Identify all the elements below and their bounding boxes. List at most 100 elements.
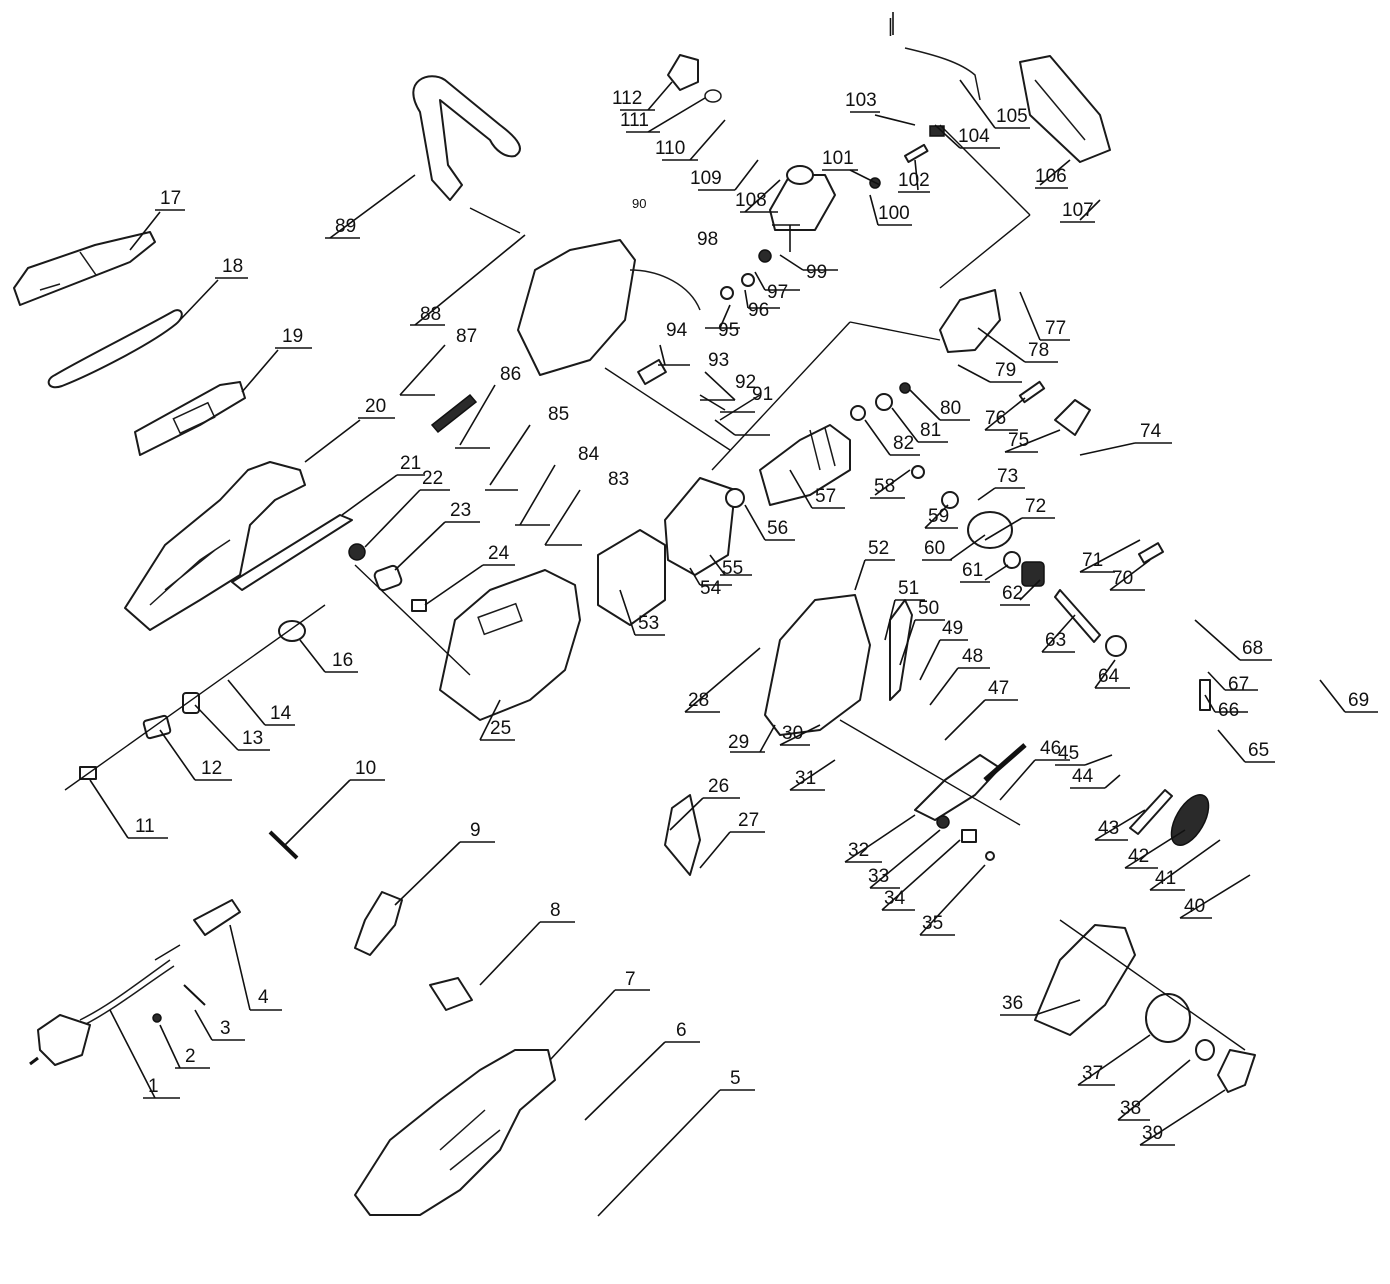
callout-11: 11 <box>135 816 155 837</box>
side-cover-part <box>664 794 701 876</box>
gear-housing-part <box>764 594 871 736</box>
callout-81: 81 <box>920 420 941 441</box>
callout-18: 18 <box>222 256 243 277</box>
assembly-axis-lines <box>64 124 1246 1051</box>
callout-107: 107 <box>1062 200 1094 221</box>
callout-79: 79 <box>995 360 1016 381</box>
callout-84: 84 <box>578 444 600 465</box>
callout-106: 106 <box>1035 166 1067 187</box>
callout-76: 76 <box>985 408 1006 429</box>
callout-89: 89 <box>335 216 356 237</box>
callout-66: 66 <box>1218 700 1239 721</box>
callout-93: 93 <box>708 350 729 371</box>
housing-left-part <box>124 461 306 631</box>
callout-21: 21 <box>400 453 421 474</box>
callout-110: 110 <box>655 138 685 159</box>
callout-88: 88 <box>420 304 441 325</box>
callout-1: 1 <box>148 1076 159 1097</box>
trigger-part <box>354 891 403 956</box>
callout-33: 33 <box>868 866 889 887</box>
callout-78: 78 <box>1028 340 1049 361</box>
callout-97: 97 <box>767 282 788 303</box>
callout-32: 32 <box>848 840 869 861</box>
callout-7: 7 <box>625 969 636 990</box>
callout-62: 62 <box>1002 583 1023 604</box>
stator-part <box>597 529 666 626</box>
callout-40: 40 <box>1184 896 1205 917</box>
callout-3: 3 <box>220 1018 231 1039</box>
callout-63: 63 <box>1045 630 1066 651</box>
callout-99: 99 <box>806 262 827 283</box>
callout-87: 87 <box>456 326 477 347</box>
callout-22: 22 <box>422 468 443 489</box>
callout-37: 37 <box>1082 1063 1103 1084</box>
bar-plate-part <box>231 514 353 591</box>
callout-8: 8 <box>550 900 561 921</box>
callout-48: 48 <box>962 646 983 667</box>
callout-82: 82 <box>893 433 914 454</box>
callout-24: 24 <box>488 543 510 564</box>
callout-43: 43 <box>1098 818 1119 839</box>
guide-bar-part <box>134 381 246 456</box>
callout-86: 86 <box>500 364 521 385</box>
callout-108: 108 <box>735 190 767 211</box>
callout-30: 30 <box>782 723 803 744</box>
callout-44: 44 <box>1072 766 1094 787</box>
callout-69: 69 <box>1348 690 1369 711</box>
callout-20: 20 <box>365 396 386 417</box>
cap-part <box>278 620 306 642</box>
callout-50: 50 <box>918 598 939 619</box>
callout-52: 52 <box>868 538 889 559</box>
small-gear-part <box>348 543 366 561</box>
callout-45: 45 <box>1058 743 1079 764</box>
chain-guard-part <box>13 231 156 306</box>
callout-46: 46 <box>1040 738 1061 759</box>
callout-92: 92 <box>735 372 756 393</box>
callout-2: 2 <box>185 1046 196 1067</box>
callout-36: 36 <box>1002 993 1023 1014</box>
callout-80: 80 <box>940 398 961 419</box>
callout-38: 38 <box>1120 1098 1141 1119</box>
callout-73: 73 <box>997 466 1018 487</box>
callout-95: 95 <box>718 320 739 341</box>
sleeve-part <box>373 564 403 592</box>
callout-16: 16 <box>332 650 353 671</box>
cable-sleeve-part <box>193 899 241 936</box>
callout-41: 41 <box>1155 868 1176 889</box>
callout-42: 42 <box>1128 846 1149 867</box>
callout-60: 60 <box>924 538 945 559</box>
callout-101: 101 <box>822 148 854 169</box>
callout-5: 5 <box>730 1068 741 1089</box>
callout-85: 85 <box>548 404 569 425</box>
sprocket-cover-part <box>914 754 1001 821</box>
callout-68: 68 <box>1242 638 1263 659</box>
callout-65: 65 <box>1248 740 1269 761</box>
armature-part <box>759 424 851 506</box>
baffle-part <box>664 477 736 576</box>
callout-109: 109 <box>690 168 722 189</box>
callout-47: 47 <box>988 678 1009 699</box>
callout-98: 98 <box>697 229 718 250</box>
callout-56: 56 <box>767 518 788 539</box>
callout-25: 25 <box>490 718 511 739</box>
callout-59: 59 <box>928 506 949 527</box>
plate-part <box>429 977 473 1011</box>
brush-holder-part <box>939 289 1001 353</box>
callout-75: 75 <box>1008 430 1029 451</box>
callout-53: 53 <box>638 613 659 634</box>
knob-part <box>1145 993 1191 1043</box>
callout-57: 57 <box>815 486 836 507</box>
callout-35: 35 <box>922 913 943 934</box>
callout-51: 51 <box>898 578 919 599</box>
callout-27: 27 <box>738 810 759 831</box>
callout-100: 100 <box>878 203 910 224</box>
callout-55: 55 <box>722 558 743 579</box>
oil-tank-part <box>1019 55 1111 163</box>
motor-housing-part <box>439 569 581 721</box>
callout-77: 77 <box>1045 318 1066 339</box>
callout-49: 49 <box>942 618 963 639</box>
callout-19: 19 <box>282 326 303 347</box>
callout-103: 103 <box>845 90 877 111</box>
callout-111: 111 <box>620 110 649 131</box>
callout-29: 29 <box>728 732 749 753</box>
